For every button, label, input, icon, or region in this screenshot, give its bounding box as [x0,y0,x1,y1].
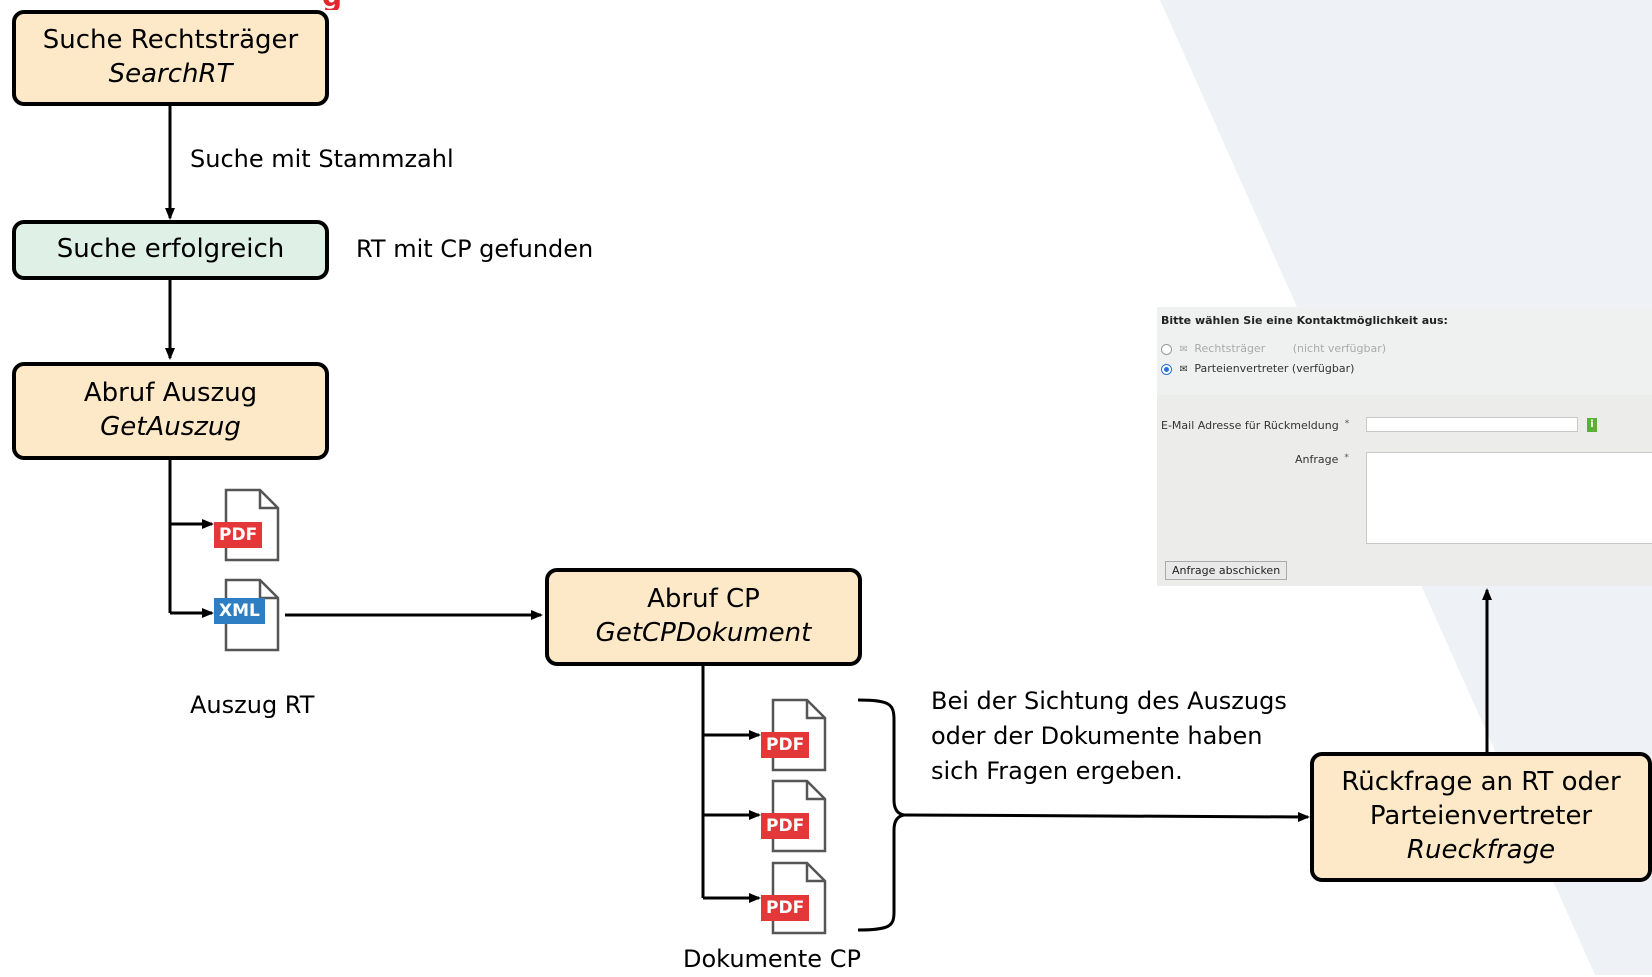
option-rechtstraeger[interactable]: ✉ Rechtsträger (nicht verfügbar) [1161,342,1386,355]
query-label-text: Anfrage [1295,453,1339,466]
pdf-document-icon: PDF [214,488,284,562]
submit-query-button[interactable]: Anfrage abschicken [1165,561,1288,580]
option-parteienvertreter[interactable]: ✉ Parteienvertreter (verfügbar) [1161,362,1354,375]
contact-form-screenshot: Bitte wählen Sie eine Kontaktmöglichkeit… [1157,307,1652,586]
box-query-line-2: Parteienvertreter [1369,801,1593,832]
email-field[interactable] [1366,417,1578,432]
contact-option-section [1157,307,1652,395]
box-query-line-1: Rückfrage an RT oder [1341,767,1621,798]
pdf-document-icon-cp-1: PDF [761,698,831,772]
label-extract-rt: Auszug RT [190,691,315,719]
box-cp-method: GetCPDokument [595,618,812,648]
label-questions-line-2: oder der Dokumente haben [931,722,1263,750]
pdf-badge: PDF [761,813,810,839]
email-required-mark: * [1344,419,1350,429]
option-rt-status: (nicht verfügbar) [1292,342,1387,355]
query-label: Anfrage * [1295,453,1349,466]
label-questions-line-3: sich Fragen ergeben. [931,757,1183,785]
box-get-extract: Abruf Auszug GetAuszug [12,362,329,460]
radio-parteienvertreter[interactable] [1161,363,1172,375]
radio-rechtstraeger[interactable] [1161,343,1172,355]
box-search-title: Suche Rechtsträger [42,25,299,56]
label-questions-line-1: Bei der Sichtung des Auszugs [931,687,1287,715]
contact-form-heading: Bitte wählen Sie eine Kontaktmöglichkeit… [1161,314,1448,327]
pdf-badge: PDF [761,895,810,921]
box-search-legal-entity: Suche Rechtsträger SearchRT [12,10,329,106]
envelope-icon: ✉ [1179,364,1188,375]
box-get-cp-document: Abruf CP GetCPDokument [545,568,862,666]
box-query-method: Rueckfrage [1406,834,1556,865]
pdf-badge: PDF [761,732,810,758]
info-icon[interactable]: i [1587,418,1597,432]
box-extract-title: Abruf Auszug [83,378,258,409]
email-label: E-Mail Adresse für Rückmeldung * [1161,419,1349,432]
query-textarea[interactable] [1366,452,1652,544]
envelope-icon: ✉ [1179,344,1188,355]
label-search-with: Suche mit Stammzahl [190,145,454,173]
option-rt-label: Rechtsträger [1194,342,1266,355]
pdf-badge: PDF [214,522,263,548]
xml-badge: XML [214,598,265,624]
box-search-success: Suche erfolgreich [12,220,329,280]
label-documents-cp: Dokumente CP [683,945,861,973]
box-query-request: Rückfrage an RT oder Parteienvertreter R… [1310,752,1652,882]
pdf-document-icon-cp-3: PDF [761,861,831,935]
box-success-title: Suche erfolgreich [56,234,285,265]
pdf-document-icon-cp-2: PDF [761,779,831,853]
box-extract-method: GetAuszug [100,412,241,442]
option-pv-label: Parteienvertreter (verfügbar) [1194,362,1355,375]
query-required-mark: * [1344,453,1349,463]
label-rt-found: RT mit CP gefunden [356,235,594,263]
xml-document-icon: XML [214,578,284,652]
box-cp-title: Abruf CP [647,584,760,615]
title-fragment: g [322,0,362,10]
email-label-text: E-Mail Adresse für Rückmeldung [1161,419,1339,432]
box-search-method: SearchRT [108,59,233,89]
